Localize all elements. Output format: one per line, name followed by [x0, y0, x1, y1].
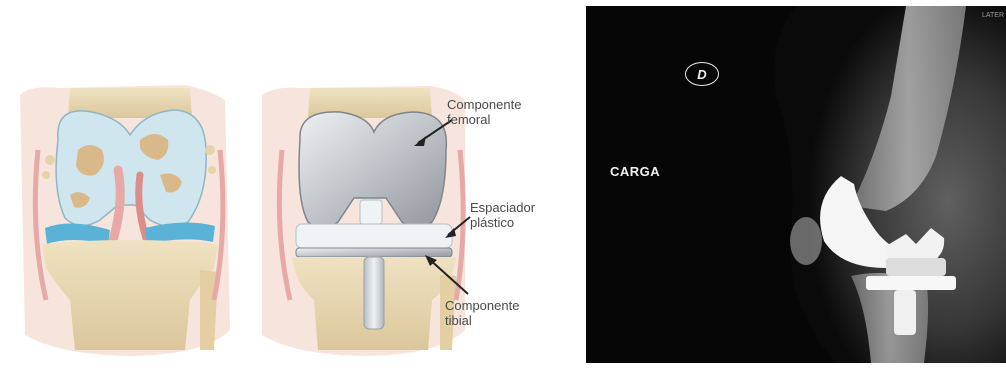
label-tibial-component: Componente tibial — [445, 298, 519, 328]
label-femoral-component: Componente femoral — [447, 97, 521, 127]
plastic-spacer — [296, 224, 452, 248]
xray-panel: D CARGA LATER — [586, 6, 1006, 363]
label-plastic-spacer: Espaciador plástico — [470, 200, 535, 230]
load-label: CARGA — [610, 164, 660, 179]
knee-illustration-panel: Componente femoral Espaciador plástico C… — [0, 0, 580, 369]
prosthetic-knee — [262, 86, 470, 356]
side-marker: D — [685, 62, 719, 86]
arthritic-knee — [20, 85, 230, 356]
corner-label: LATER — [982, 12, 1004, 19]
xray-image — [586, 6, 1006, 363]
tibial-component — [296, 248, 452, 257]
